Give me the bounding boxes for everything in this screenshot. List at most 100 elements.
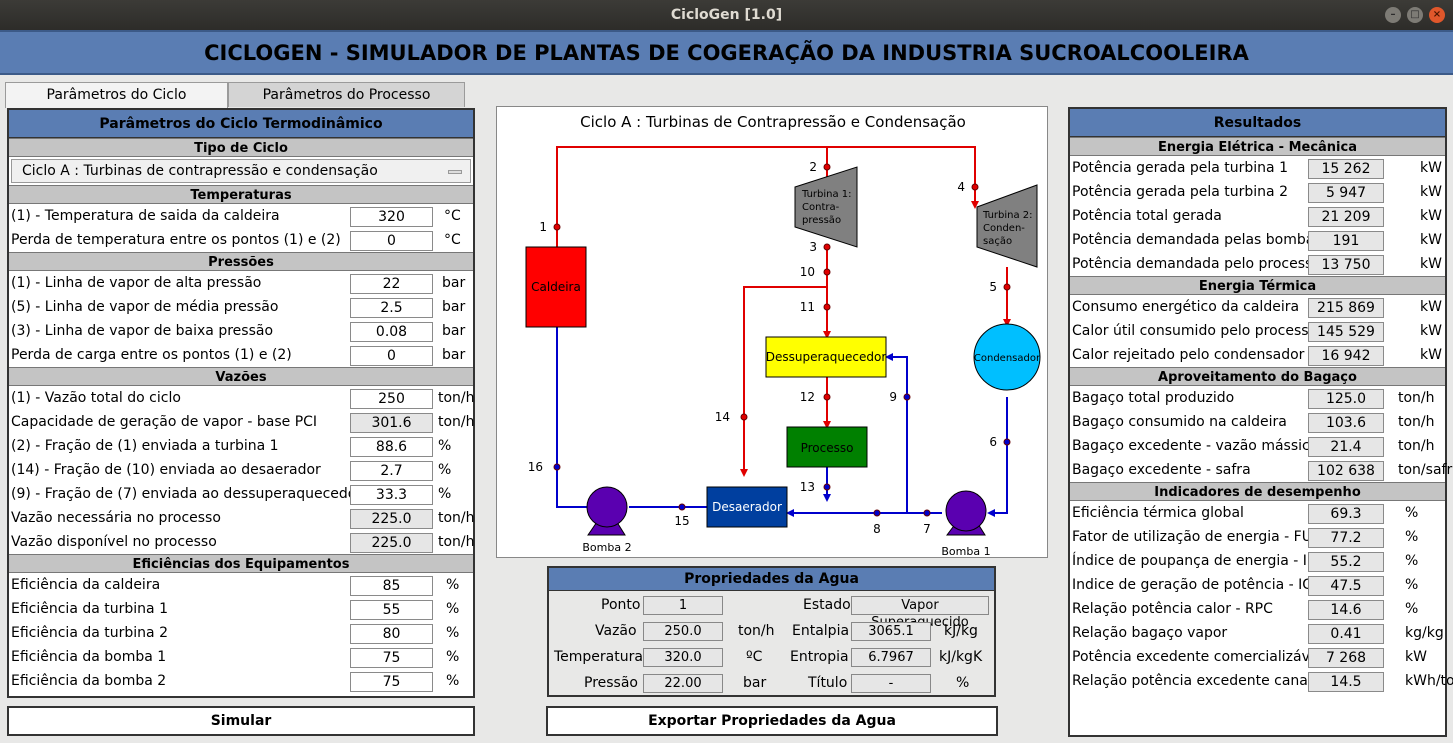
- state-point-12[interactable]: [823, 393, 831, 401]
- elec-row-label: Potência demandada pelo processo: [1072, 256, 1321, 272]
- bagaco-row-unit: ton/h: [1398, 414, 1435, 430]
- flow-row-value: 225.0: [350, 509, 433, 529]
- performance-row-unit: kWh/ton: [1405, 673, 1453, 689]
- simulate-button[interactable]: Simular: [7, 706, 475, 736]
- section-header-therm: Energia Térmica: [1070, 276, 1445, 295]
- titulo-unit: %: [956, 675, 970, 691]
- entalpia-label: Entalpia: [792, 623, 850, 639]
- export-properties-button[interactable]: Exportar Propriedades da Agua: [546, 706, 998, 736]
- flow-row-value[interactable]: 250: [350, 389, 433, 409]
- panel-title: Parâmetros do Ciclo Termodinâmico: [9, 110, 473, 138]
- turbina-2-shape: [976, 184, 1038, 268]
- tab-bar: Parâmetros do Ciclo Parâmetros do Proces…: [5, 82, 465, 108]
- efficiency-row-value[interactable]: 75: [350, 672, 433, 692]
- elec-row-value: 21 209: [1308, 207, 1384, 227]
- pressure-row-value[interactable]: 2.5: [350, 298, 433, 318]
- efficiency-row-label: Eficiência da turbina 2: [11, 625, 168, 641]
- pressure-row: (5) - Linha de vapor de média pressão 2.5…: [9, 295, 473, 319]
- vazao-field: 250.0: [643, 622, 723, 641]
- pressure-row-unit: bar: [442, 347, 466, 363]
- turbina-1-shape: [794, 166, 858, 248]
- state-point-5[interactable]: [1003, 283, 1011, 291]
- steam-arrows: [740, 201, 1011, 477]
- pressure-row-value[interactable]: 22: [350, 274, 433, 294]
- pressure-row-unit: bar: [442, 299, 466, 315]
- section-header-performance: Indicadores de desempenho: [1070, 482, 1445, 501]
- section-header-elec: Energia Elétrica - Mecânica: [1070, 137, 1445, 156]
- pressure-row-value[interactable]: 0: [350, 346, 433, 366]
- flow-row-unit: %: [438, 486, 452, 502]
- state-point-15[interactable]: [678, 503, 686, 511]
- maximize-icon[interactable]: □: [1407, 7, 1423, 23]
- temperature-row-value[interactable]: 0: [350, 231, 433, 251]
- pressao-label: Pressão: [584, 675, 638, 691]
- titulo-label: Título: [808, 675, 848, 691]
- state-point-label-1: 1: [539, 220, 547, 234]
- ponto-field[interactable]: 1: [643, 596, 723, 615]
- state-point-4[interactable]: [971, 183, 979, 191]
- temperature-row-value[interactable]: 320: [350, 207, 433, 227]
- efficiency-row-value[interactable]: 55: [350, 600, 433, 620]
- tab-parametros-processo[interactable]: Parâmetros do Processo: [228, 82, 465, 107]
- close-icon[interactable]: ×: [1429, 7, 1445, 23]
- temperature-row: Perda de temperatura entre os pontos (1)…: [9, 228, 473, 252]
- efficiency-row-value[interactable]: 80: [350, 624, 433, 644]
- state-point-1[interactable]: [553, 223, 561, 231]
- state-point-16[interactable]: [553, 463, 561, 471]
- pressure-row-label: (5) - Linha de vapor de média pressão: [11, 299, 279, 315]
- cycle-type-select[interactable]: Ciclo A : Turbinas de contrapressão e co…: [11, 159, 471, 183]
- state-point-3[interactable]: [823, 243, 831, 251]
- temperature-row-label: Perda de temperatura entre os pontos (1)…: [11, 232, 341, 248]
- bagaco-row-value: 21.4: [1308, 437, 1384, 457]
- minimize-icon[interactable]: –: [1385, 7, 1401, 23]
- dessuperaquecedor-block: [765, 336, 887, 378]
- state-point-13[interactable]: [823, 483, 831, 491]
- state-point-11[interactable]: [823, 303, 831, 311]
- pressao-unit: bar: [743, 675, 767, 691]
- state-point-8[interactable]: [873, 509, 881, 517]
- elec-row-value: 191: [1308, 231, 1384, 251]
- flow-row-value[interactable]: 33.3: [350, 485, 433, 505]
- bagaco-row-value: 125.0: [1308, 389, 1384, 409]
- section-header-flows: Vazões: [9, 367, 473, 386]
- efficiency-row-value[interactable]: 75: [350, 648, 433, 668]
- titulo-field: -: [851, 674, 931, 693]
- bomba-2-icon: [586, 486, 628, 536]
- performance-row-value: 77.2: [1308, 528, 1384, 548]
- elec-row-value: 5 947: [1308, 183, 1384, 203]
- state-point-7[interactable]: [923, 509, 931, 517]
- results-panel: Resultados Energia Elétrica - Mecânica P…: [1068, 107, 1453, 737]
- condensador-shape: [973, 323, 1041, 391]
- caldeira-label: Caldeira: [531, 280, 581, 294]
- efficiency-row-label: Eficiência da bomba 2: [11, 673, 167, 689]
- processo-label: Processo: [801, 441, 854, 455]
- state-point-14[interactable]: [740, 413, 748, 421]
- efficiency-row-value[interactable]: 85: [350, 576, 433, 596]
- entropia-label: Entropia: [790, 649, 849, 665]
- pressure-row-label: Perda de carga entre os pontos (1) e (2): [11, 347, 292, 363]
- state-point-10[interactable]: [823, 268, 831, 276]
- state-point-label-10: 10: [800, 265, 815, 279]
- steam-lines: [556, 146, 1008, 475]
- flow-row-value[interactable]: 88.6: [350, 437, 433, 457]
- pressure-row-value[interactable]: 0.08: [350, 322, 433, 342]
- flow-row-unit: %: [438, 462, 452, 478]
- state-point-9[interactable]: [903, 393, 911, 401]
- flow-row-value[interactable]: 2.7: [350, 461, 433, 481]
- elec-row-label: Potência total gerada: [1072, 208, 1222, 224]
- bagaco-row-unit: ton/h: [1398, 438, 1435, 454]
- temperature-row-unit: °C: [444, 232, 461, 248]
- performance-row-value: 14.5: [1308, 672, 1384, 692]
- state-point-6[interactable]: [1003, 438, 1011, 446]
- state-point-2[interactable]: [823, 163, 831, 171]
- bagaco-row-label: Bagaço excedente - safra: [1072, 462, 1251, 478]
- tab-parametros-ciclo[interactable]: Parâmetros do Ciclo: [5, 82, 228, 108]
